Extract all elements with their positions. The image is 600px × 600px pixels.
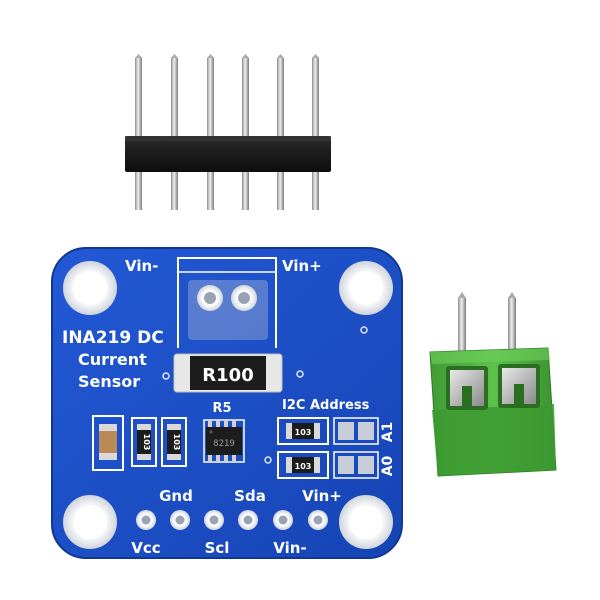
- screw-openings: [446, 364, 540, 410]
- terminal-footprint: [177, 257, 277, 348]
- pin-label-gnd: Gnd: [159, 487, 193, 505]
- smd-code-left-1: 103: [142, 434, 151, 451]
- pin-label-vin-plus: Vin+: [302, 487, 342, 505]
- label-terminal-vin-minus: Vin-: [125, 257, 158, 275]
- smd-components-left: 103 103: [92, 415, 187, 471]
- via: [264, 456, 272, 464]
- pin-pads: [136, 510, 328, 530]
- header-pins: [135, 54, 319, 210]
- board-title-line2: Current: [78, 350, 147, 369]
- pcb-board: Vin- Vin+ INA219 DC Current Sensor R100 …: [51, 247, 403, 559]
- pin-label-scl: Scl: [205, 539, 230, 557]
- pin-header: [125, 54, 331, 210]
- address-jumpers: [333, 417, 379, 479]
- mounting-holes: [63, 261, 393, 549]
- board-title-line1: INA219 DC: [62, 328, 164, 348]
- via: [162, 372, 170, 380]
- address-label-a1: A1: [380, 422, 396, 443]
- ina219-chip: 8219: [203, 419, 245, 463]
- shunt-resistor: R100: [173, 353, 283, 393]
- screw-terminal: [429, 292, 557, 477]
- pin-label-vin-minus: Vin-: [273, 539, 306, 557]
- via: [360, 326, 368, 334]
- smd-code-a1: 103: [295, 428, 312, 437]
- shunt-resistor-marking: R100: [202, 365, 253, 386]
- smd-code-a0: 103: [295, 462, 312, 471]
- smd-code-left-2: 103: [172, 434, 181, 451]
- i2c-address-label: I2C Address: [282, 398, 370, 413]
- header-plastic-body: [125, 136, 331, 172]
- label-terminal-vin-plus: Vin+: [282, 257, 322, 275]
- pin-label-sda: Sda: [234, 487, 266, 505]
- chip-marking: 8219: [213, 439, 235, 449]
- address-label-a0: A0: [380, 455, 396, 476]
- address-resistors: 103 103: [277, 417, 329, 479]
- pin-label-vcc: Vcc: [131, 539, 160, 557]
- resistor-designator: R5: [212, 401, 231, 416]
- via: [296, 370, 304, 378]
- board-title-line3: Sensor: [78, 372, 140, 391]
